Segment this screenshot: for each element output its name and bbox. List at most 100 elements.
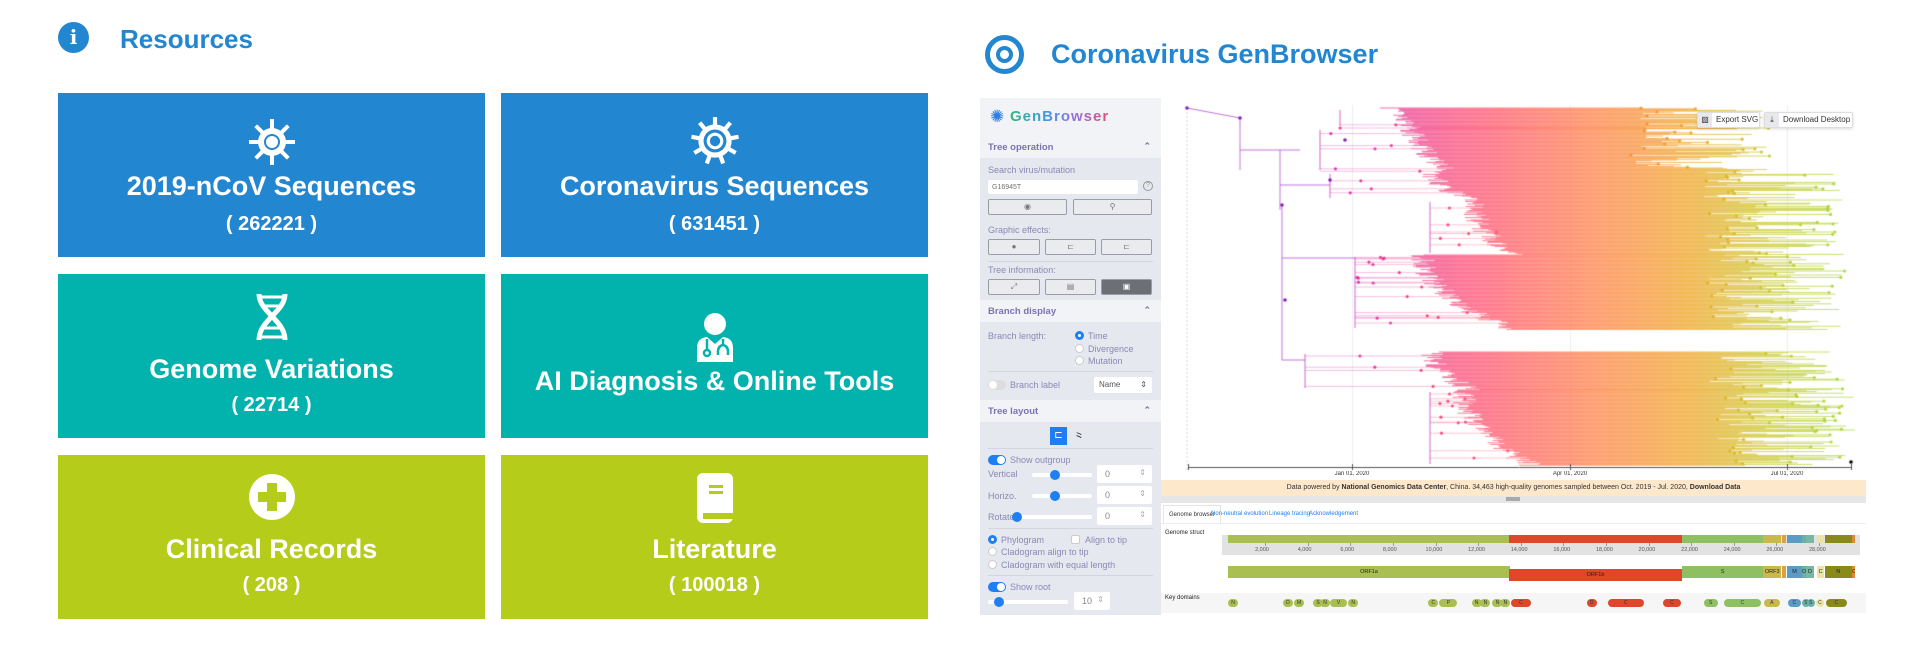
rotate-slider[interactable]	[1012, 512, 1092, 522]
gene-block[interactable]: C	[1816, 566, 1825, 578]
key-domain-pill[interactable]: C	[1825, 599, 1847, 607]
rectangular-layout-button[interactable]: ⊏	[1050, 427, 1067, 445]
show-root-toggle[interactable]	[988, 582, 1006, 592]
key-domain-pill[interactable]: C	[1607, 599, 1644, 607]
key-domain-pill[interactable]: D	[1586, 599, 1597, 607]
list-info-button[interactable]: ▤	[1045, 279, 1096, 295]
gene-block[interactable]: ORF1a	[1228, 566, 1510, 578]
genome-tick-label[interactable]: 20,000	[1638, 547, 1656, 553]
key-domain-pill[interactable]: N	[1500, 599, 1511, 607]
key-domain-pill[interactable]: S	[1801, 599, 1810, 607]
download-desktop-button[interactable]: ⤓Download Desktop	[1764, 112, 1853, 128]
phylogenetic-tree-canvas[interactable]	[1161, 98, 1866, 480]
tile-coronavirus-sequences[interactable]: Coronavirus Sequences ( 631451 )	[501, 93, 928, 257]
gene-block[interactable]: ORF1b	[1509, 569, 1682, 581]
key-domain-pill[interactable]: S	[1806, 599, 1815, 607]
genome-tick-label[interactable]: 14,000	[1510, 547, 1528, 553]
key-domain-pill[interactable]: D	[1282, 599, 1293, 607]
genome-tick-label[interactable]: 2,000	[1255, 547, 1269, 553]
key-domain-pill[interactable]: P	[1439, 599, 1458, 607]
unrooted-layout-button[interactable]: ⺀	[1073, 430, 1086, 444]
section-tree-layout[interactable]: Tree layout⌃	[980, 400, 1161, 422]
gene-block[interactable]	[1781, 566, 1787, 578]
genome-tick-label[interactable]: 12,000	[1468, 547, 1485, 553]
radio-time[interactable]	[1075, 331, 1084, 340]
tile-2019-ncov-sequences[interactable]: 2019-nCoV Sequences ( 262221 )	[58, 93, 485, 257]
root-slider[interactable]	[988, 597, 1068, 607]
gene-block[interactable]: O	[1801, 566, 1806, 578]
key-domain-pill[interactable]: M	[1294, 599, 1305, 607]
export-svg-button[interactable]: ▨Export SVG	[1697, 112, 1760, 128]
radio-divergence[interactable]	[1075, 344, 1084, 353]
gene-block[interactable]: N	[1824, 566, 1852, 578]
genome-tick-label[interactable]: 8,000	[1382, 547, 1397, 553]
vertical-input[interactable]: 0	[1097, 465, 1152, 483]
genome-tick-label[interactable]: 28,000	[1808, 547, 1826, 553]
gene-block[interactable]: ORF3	[1763, 566, 1782, 578]
radio-mutation[interactable]	[1075, 356, 1084, 365]
section-tree-operation[interactable]: Tree operation⌃	[980, 136, 1161, 158]
key-domain-pill[interactable]: S	[1313, 599, 1324, 607]
key-domain-pill[interactable]: N	[1492, 599, 1503, 607]
branch-label-select[interactable]: Name⇕	[1094, 377, 1152, 393]
genome-tick-label[interactable]: 6,000	[1340, 547, 1355, 553]
tile-clinical-records[interactable]: Clinical Records ( 208 )	[58, 455, 485, 619]
gene-block[interactable]: S	[1681, 566, 1764, 578]
color-effect-button[interactable]: ●	[988, 239, 1040, 255]
genome-tick-label[interactable]: 22,000	[1681, 547, 1698, 553]
search-button[interactable]: ⚲	[1073, 199, 1152, 215]
branch-effect-button[interactable]: ⊏	[1045, 239, 1096, 255]
rotate-input[interactable]: 0	[1097, 507, 1152, 525]
radio-cladogram-equal[interactable]	[988, 560, 997, 569]
key-domain-pill[interactable]: N	[1320, 599, 1331, 607]
genome-tick-label[interactable]: 18,000	[1595, 547, 1613, 553]
key-domain-pill[interactable]: C	[1428, 599, 1439, 607]
align-to-tip-checkbox[interactable]	[1071, 535, 1080, 544]
horizo-slider[interactable]	[1032, 491, 1092, 501]
resize-handle[interactable]	[1161, 496, 1866, 503]
tab-lineage-tracing[interactable]: Lineage tracing	[1269, 511, 1311, 517]
key-domain-pill[interactable]: C	[1815, 599, 1824, 607]
search-input[interactable]	[988, 180, 1138, 194]
horizo-input[interactable]: 0	[1097, 486, 1152, 504]
key-domain-pill[interactable]: N	[1228, 599, 1239, 607]
section-branch-display[interactable]: Branch display⌃	[980, 300, 1161, 322]
tab-acknowledgement[interactable]: Acknowledgement	[1309, 511, 1359, 517]
key-domain-pill[interactable]: A	[1763, 599, 1780, 607]
radio-phylogram[interactable]	[988, 535, 997, 544]
genome-tick-label[interactable]: 24,000	[1723, 547, 1741, 553]
tab-non-neutral-evolution[interactable]: Non-neutral evolution	[1211, 511, 1269, 517]
branch-label-toggle[interactable]	[988, 380, 1006, 390]
gene-block[interactable]: M	[1787, 566, 1802, 578]
genome-tick-label[interactable]: 10,000	[1425, 547, 1443, 553]
vertical-slider[interactable]	[1032, 470, 1092, 480]
genome-tick-label[interactable]: 16,000	[1553, 547, 1571, 553]
download-data-link[interactable]: Download Data	[1689, 484, 1741, 491]
key-domain-pill[interactable]: V	[1330, 599, 1348, 607]
expand-button[interactable]: ⤢	[988, 279, 1040, 295]
gene-block[interactable]: C	[1852, 566, 1855, 578]
key-domain-pill[interactable]: N	[1471, 599, 1482, 607]
genome-tick-label[interactable]: 4,000	[1297, 547, 1312, 553]
gene-block[interactable]: D	[1806, 566, 1814, 578]
root-input[interactable]: 10	[1074, 592, 1110, 610]
hide-button[interactable]: ◉	[988, 199, 1067, 215]
card-info-button[interactable]: ▣	[1101, 279, 1152, 295]
tile-ai-diagnosis-online-tools[interactable]: AI Diagnosis & Online Tools	[501, 274, 928, 438]
ngdc-link[interactable]: National Genomics Data Center	[1341, 484, 1447, 491]
genome-tick-label[interactable]: 26,000	[1766, 547, 1784, 553]
tile-literature[interactable]: Literature ( 100018 )	[501, 455, 928, 619]
key-domain-pill[interactable]: C	[1662, 599, 1681, 607]
key-domain-pill[interactable]: N	[1348, 599, 1359, 607]
radio-cladogram-align[interactable]	[988, 547, 997, 556]
help-icon[interactable]: ?	[1143, 181, 1153, 191]
key-domain-pill[interactable]: S	[1703, 599, 1718, 607]
tile-genome-variations[interactable]: Genome Variations ( 22714 )	[58, 274, 485, 438]
key-domain-pill[interactable]: C	[1787, 599, 1801, 607]
key-domain-pill[interactable]: C	[1510, 599, 1532, 607]
branch-dashed-effect-button[interactable]: ⊏	[1101, 239, 1152, 255]
tab-genome-browser[interactable]: Genome browser	[1163, 505, 1222, 523]
key-domain-pill[interactable]: N	[1480, 599, 1491, 607]
key-domain-pill[interactable]: C	[1723, 599, 1761, 607]
show-outgroup-toggle[interactable]	[988, 455, 1006, 465]
